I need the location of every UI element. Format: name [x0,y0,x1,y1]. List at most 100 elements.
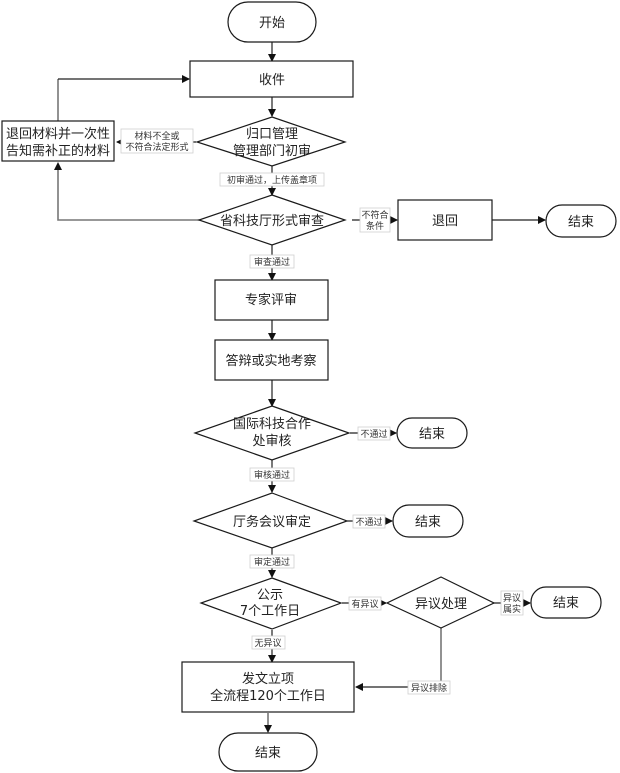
node-intl-review[interactable]: 国际科技合作 处审核 [193,405,351,461]
node-intl-review-line2: 处审核 [252,434,291,449]
node-intl-review-line1: 国际科技合作 [233,417,311,432]
process-shape [214,279,329,321]
decision-shape [192,492,349,549]
terminal-shape [530,586,602,619]
node-meeting-review-label: 厅务会议审定 [233,514,311,530]
decision-shape [195,116,347,167]
edge-label-incomplete-line1: 材料不全或 [134,130,179,142]
edge-label-not-qualified: 不符合 条件 [359,207,391,233]
decision-shape [385,576,496,629]
edge-label-objection-valid-line2: 属实 [503,603,521,615]
node-initial-review-line1: 归口管理 [246,127,298,142]
node-formal-review[interactable]: 省科技厅形式审查 [197,194,347,246]
label-background [500,590,524,616]
process-shape [214,339,329,381]
node-objection-label: 异议处理 [415,597,467,612]
process-shape [181,661,355,713]
node-end-4-label: 结束 [553,596,579,611]
edge-label-incomplete: 材料不全或 不符合法定形式 [120,128,194,154]
label-background [359,207,391,233]
node-end-2-label: 结束 [419,427,445,442]
edge-label-review-pass: 审查通过 [249,254,295,269]
node-end-4[interactable]: 结束 [530,586,602,619]
arrowhead [54,162,62,170]
edge-label-intl-pass-text: 审核通过 [254,469,290,481]
node-end-5-label: 结束 [255,746,281,761]
node-formal-review-label: 省科技厅形式审查 [220,214,324,229]
edge-label-has-objection-text: 有异议 [351,598,378,610]
edge-label-objection-valid: 异议 属实 [500,590,524,616]
node-end-3[interactable]: 结束 [392,504,464,538]
label-background [249,467,295,482]
edge-label-incomplete-line2: 不符合法定形式 [125,141,188,153]
node-end-5[interactable]: 结束 [218,732,318,772]
node-return-materials[interactable]: 退回材料并一次性 告知需补正的材料 [1,120,115,162]
decision-shape [193,405,351,461]
node-end-1[interactable]: 结束 [545,204,617,238]
process-shape [397,199,493,241]
terminal-shape [545,204,617,238]
label-background [219,172,325,187]
node-publicity-line1: 公示 [257,588,283,603]
edge-label-meeting-fail: 不通过 [352,514,386,529]
decision-shape [197,194,347,246]
node-approval-line2: 全流程120个工作日 [210,688,326,704]
edge-label-not-qualified-line2: 条件 [366,220,384,232]
node-expert-review-label: 专家评审 [245,292,297,308]
node-return-materials-line2: 告知需补正的材料 [6,143,110,159]
node-approval-line1: 发文立项 [242,671,294,687]
arrowhead [264,725,272,733]
node-receive[interactable]: 收件 [189,60,354,98]
node-objection[interactable]: 异议处理 [385,576,496,629]
label-background [407,680,451,695]
edge-label-review-pass-text: 审查通过 [254,256,290,268]
edge-label-no-objection-text: 无异议 [254,638,281,649]
terminal-shape [392,504,464,538]
edge-formal-return-materials [57,170,202,221]
node-return[interactable]: 退回 [397,199,493,241]
edge-label-no-objection: 无异议 [251,635,286,650]
node-publicity-line2: 7个工作日 [240,604,300,619]
label-background [348,596,382,611]
node-receive-label: 收件 [259,73,285,88]
label-background [357,426,391,441]
node-publicity[interactable]: 公示 7个工作日 [199,577,343,630]
terminal-shape [218,732,318,772]
node-end-3-label: 结束 [415,515,441,530]
edge-label-objection-cleared-text: 异议排除 [411,682,447,694]
edge-label-intl-fail: 不通过 [357,426,391,441]
edge-label-intl-fail-text: 不通过 [360,428,387,440]
node-expert-review[interactable]: 专家评审 [214,279,329,321]
edge-label-initial-pass: 初审通过，上传盖章项 [219,172,325,187]
edge-label-intl-pass: 审核通过 [249,467,295,482]
edge-label-objection-valid-line1: 异议 [503,593,521,604]
node-defense-label: 答辩或实地考察 [225,353,316,369]
edge-label-meeting-pass: 审定通过 [249,554,295,569]
label-background [251,635,286,650]
edge-label-initial-pass-text: 初审通过，上传盖章项 [227,174,317,186]
edge-label-not-qualified-line1: 不符合 [361,209,388,221]
node-end-2[interactable]: 结束 [396,417,468,449]
edge-label-objection-cleared: 异议排除 [407,680,451,695]
process-shape [189,60,354,98]
node-end-1-label: 结束 [568,215,594,230]
process-shape [1,120,115,162]
terminal-shape [227,1,317,43]
terminal-shape [396,417,468,449]
label-background [249,254,295,269]
decision-shape [199,577,343,630]
node-defense[interactable]: 答辩或实地考察 [214,339,329,381]
node-initial-review[interactable]: 归口管理 管理部门初审 [195,116,347,167]
node-approval[interactable]: 发文立项 全流程120个工作日 [181,661,355,713]
node-start-label: 开始 [259,16,285,31]
edge-label-meeting-fail-text: 不通过 [355,516,382,528]
node-initial-review-line2: 管理部门初审 [233,144,311,159]
label-background [120,128,194,154]
node-start[interactable]: 开始 [227,1,317,43]
edge-label-meeting-pass-text: 审定通过 [254,556,290,568]
node-meeting-review[interactable]: 厅务会议审定 [192,492,349,549]
label-background [249,554,295,569]
node-return-label: 退回 [432,214,458,229]
node-return-materials-line1: 退回材料并一次性 [6,126,110,142]
